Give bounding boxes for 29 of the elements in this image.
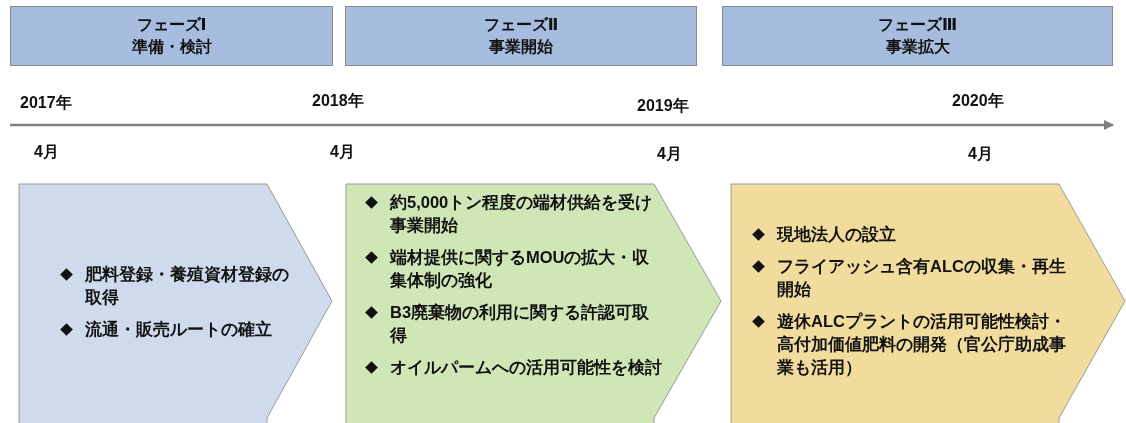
bullet-text: 遊休ALCプラントの活用可能性検討・高付加価値肥料の開発（官公庁助成事業も活用） <box>777 311 1067 379</box>
phase-subtitle: 準備・検討 <box>131 37 212 57</box>
month-label: 4月 <box>34 142 59 162</box>
phase-subtitle: 事業開始 <box>489 37 553 57</box>
year-label: 2019年 <box>637 96 689 116</box>
phase-title: フェーズⅠ <box>136 15 207 35</box>
bullet-text: 端材提供に関するMOUの拡大・収集体制の強化 <box>390 247 651 291</box>
chevron-box <box>730 183 1126 423</box>
chevron-box <box>345 183 722 423</box>
bullet-text: 流通・販売ルートの確立 <box>85 319 272 340</box>
bullet-text: オイルパームへの活用可能性を検討 <box>390 357 662 378</box>
bullet-text: フライアッシュ含有ALCの収集・再生開始 <box>777 256 1067 300</box>
phase-header <box>722 6 1113 66</box>
bullet-text: 現地法人の設立 <box>777 224 896 245</box>
phase-header <box>345 6 697 66</box>
bullet-text: B3廃棄物の利用に関する許認可取得 <box>390 302 651 346</box>
phase-title: フェーズⅢ <box>877 15 958 35</box>
chevron-box <box>18 183 333 423</box>
month-label: 4月 <box>968 144 993 164</box>
year-label: 2017年 <box>20 93 72 113</box>
year-label: 2018年 <box>312 91 364 111</box>
phase-subtitle: 事業拡大 <box>885 37 950 57</box>
month-label: 4月 <box>330 142 355 162</box>
year-label: 2020年 <box>952 91 1004 111</box>
phase-header <box>10 6 333 66</box>
phase-title: フェーズⅡ <box>483 15 559 35</box>
bullet-text: 約5,000トン程度の端材供給を受け事業開始 <box>390 192 654 236</box>
month-label: 4月 <box>657 144 682 164</box>
bullet-text: 肥料登録・養殖資材登録の取得 <box>85 264 290 308</box>
